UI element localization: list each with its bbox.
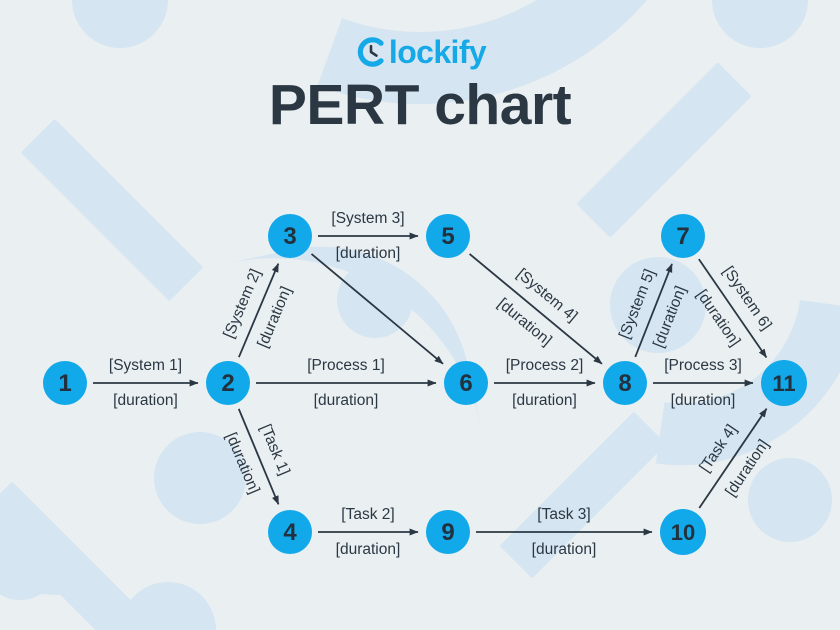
edge-label-duration: [duration] [222,430,263,496]
edge-4-to-9: [Task 2] [duration] [318,506,419,558]
decor-arc-right [655,300,840,466]
edge-label-duration: [duration] [512,392,577,409]
node-label: 7 [676,223,689,250]
edge-2-to-6: [Process 1] [duration] [256,357,437,409]
node-label: 9 [441,519,454,546]
node-circle[interactable] [444,361,488,405]
node-circle[interactable] [660,509,706,555]
node-2[interactable]: 2 [206,361,250,405]
node-9[interactable]: 9 [426,510,470,554]
decor-bar-right [577,63,751,237]
edge-label-duration: [duration] [532,541,597,558]
node-label: 10 [671,520,695,545]
edge-8-to-11: [Process 3] [duration] [653,357,754,409]
decor-circle-center [337,262,413,338]
node-label: 6 [459,370,472,397]
edge-line [468,253,603,365]
edge-label-top: [System 3] [331,210,404,227]
edge-label-top: [System 1] [109,357,182,374]
decor-bar-upper-left [21,119,203,301]
node-label: 3 [283,223,296,250]
node-circle[interactable] [268,510,312,554]
clockify-logo: lockify [0,34,840,70]
node-circle[interactable] [206,361,250,405]
edge-8-to-7: [System 5][duration] [616,263,690,358]
decor-circle-right [610,257,706,353]
edge-label-duration: [duration] [113,392,178,409]
edge-line [634,263,673,358]
node-7[interactable]: 7 [661,214,705,258]
edge-label-duration: [duration] [336,245,401,262]
decor-half-circle-top-right [712,0,808,48]
node-label: 8 [618,370,631,397]
edge-line [698,258,768,358]
node-label: 1 [58,370,71,397]
edge-label-top: [Task 4] [696,422,740,476]
node-label: 5 [441,223,454,250]
logo-wordmark: lockify [388,34,487,70]
edge-3-to-6 [310,253,444,365]
decor-circle-left [154,432,246,524]
page-title: PERT chart [268,73,572,137]
edge-10-to-11: [Task 4][duration] [696,408,773,509]
node-8[interactable]: 8 [603,361,647,405]
edge-line [310,253,444,365]
edge-label-top: [Process 1] [307,357,385,374]
decor-circle-far-right [748,458,832,542]
decor-circle-bottom-left [0,520,60,600]
edge-label-duration: [duration] [336,541,401,558]
node-label: 4 [283,519,297,546]
node-11[interactable]: 11 [761,360,807,406]
clockify-c-clock-icon [357,37,384,67]
edge-label-top: [Task 2] [341,506,394,523]
edge-line [238,263,280,358]
edge-label-top: [System 5] [616,267,659,341]
decor-half-circle-bottom [120,582,216,630]
node-1[interactable]: 1 [43,361,87,405]
node-5[interactable]: 5 [426,214,470,258]
edge-label-duration: [duration] [650,284,690,350]
edge-label-top: [Task 3] [537,506,590,523]
edge-2-to-4: [Task 1][duration] [222,408,293,505]
edges-layer: [System 1][duration][System 2][duration]… [93,210,775,558]
node-3[interactable]: 3 [268,214,312,258]
node-circle[interactable] [603,361,647,405]
decor-bar-bottom-center [500,412,666,578]
edge-6-to-8: [Process 2] [duration] [494,357,596,409]
edge-line [698,408,768,509]
node-circle[interactable] [43,361,87,405]
edge-1-to-2: [System 1] [duration] [93,357,199,409]
edge-label-top: [Process 3] [664,357,742,374]
node-label: 2 [221,370,234,397]
edge-line [237,408,280,505]
edge-5-to-8: [System 4][duration] [468,253,603,365]
node-4[interactable]: 4 [268,510,312,554]
nodes-layer: 1 2 3 4 5 6 7 8 9 10 11 [43,214,807,555]
node-circle[interactable] [661,214,705,258]
edge-3-to-5: [System 3] [duration] [318,210,419,262]
edge-label-duration: [duration] [314,392,379,409]
node-circle[interactable] [426,510,470,554]
edge-label-top: [Task 1] [257,422,293,478]
edge-7-to-11: [System 6][duration] [693,258,775,358]
decor-arc-center [229,246,481,427]
node-circle[interactable] [761,360,807,406]
edge-label-duration: [duration] [671,392,736,409]
decor-arc-top-right [317,0,702,104]
decor-half-circle-top-left [72,0,168,48]
node-10[interactable]: 10 [660,509,706,555]
node-label: 11 [772,371,795,396]
edge-label-top: [Process 2] [506,357,584,374]
edge-label-top: [System 2] [220,267,264,341]
page-header: lockify PERT chart [0,0,840,136]
edge-label-duration: [duration] [254,284,295,350]
node-circle[interactable] [268,214,312,258]
node-6[interactable]: 6 [444,361,488,405]
edge-9-to-10: [Task 3] [duration] [476,506,653,558]
node-circle[interactable] [426,214,470,258]
edge-2-to-3: [System 2][duration] [220,263,295,358]
